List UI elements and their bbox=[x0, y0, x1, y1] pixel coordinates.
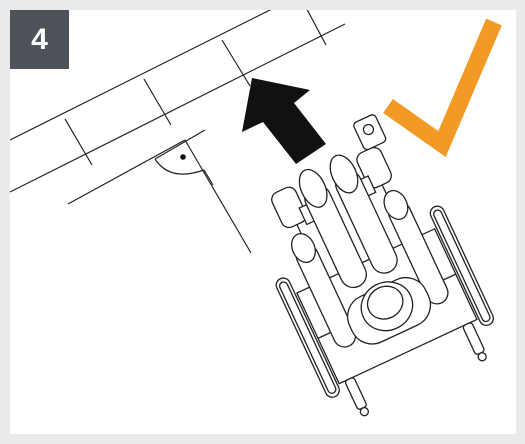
wheelchair-user-icon bbox=[271, 114, 494, 417]
step-badge: 4 bbox=[10, 10, 69, 69]
step-number: 4 bbox=[31, 22, 48, 56]
door-knob-icon bbox=[180, 154, 186, 160]
scene-illustration bbox=[10, 10, 502, 417]
checkmark-icon bbox=[383, 18, 502, 157]
wall-strip bbox=[10, 10, 346, 193]
instruction-panel: 4 bbox=[10, 10, 516, 434]
up-left-arrow-icon bbox=[242, 78, 326, 164]
door-frame bbox=[67, 129, 252, 254]
